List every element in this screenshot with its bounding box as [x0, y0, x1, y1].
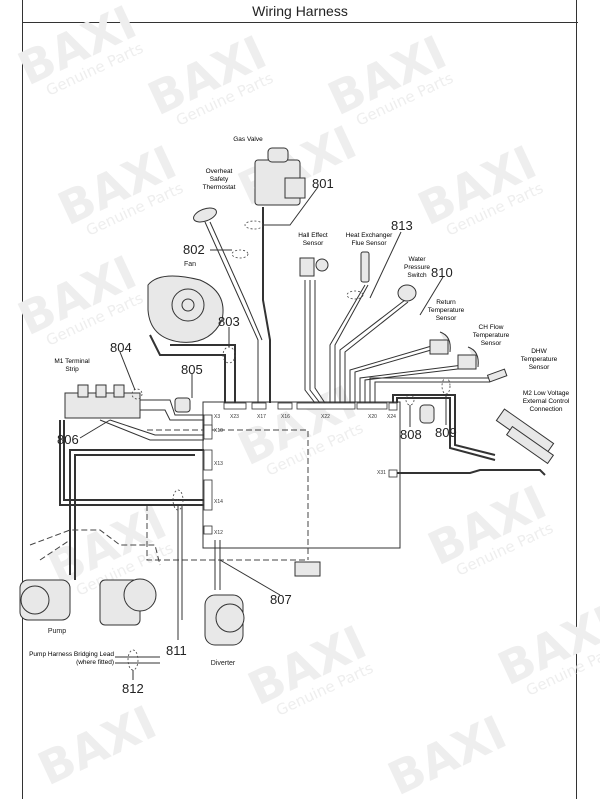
watermark: BAXI: [380, 705, 515, 800]
connector-label-x24: X24: [387, 414, 396, 420]
callout-808: 808: [400, 427, 422, 442]
pcb: X3 X23 X17 X16 X22 X20 X24 X10 X13 X14 X…: [146, 401, 401, 561]
thermostat-wire: [204, 221, 263, 403]
diverter-wire: [214, 540, 221, 590]
m2-terminal-strip: [495, 408, 555, 465]
dhw-sensor: [486, 368, 508, 383]
connector-label-x22: X22: [321, 414, 330, 420]
label-flue-sensor: Heat Exchanger Flue Sensor: [345, 232, 393, 247]
callout-802: 802: [183, 242, 205, 257]
water-pressure-switch: [397, 284, 417, 302]
connector-label-x16: X16: [281, 414, 290, 420]
pump-dashed-wire: [29, 529, 161, 566]
label-hall-sensor: Hall Effect Sensor: [298, 232, 328, 247]
label-gas-valve: Gas Valve: [233, 136, 263, 143]
callout-801: 801: [312, 176, 334, 191]
callout-806: 806: [57, 432, 79, 447]
label-m1-terminal-strip: M1 Terminal Strip: [54, 358, 90, 373]
leader-lines: [79, 186, 447, 680]
label-chflow-sensor: CH Flow Temperature Sensor: [472, 324, 510, 347]
pcb-dashed-route: [146, 429, 309, 561]
m1-terminal-strip: [64, 384, 141, 419]
dhw-sensor-wire: [369, 377, 490, 403]
callout-807: 807: [270, 592, 292, 607]
connector-807: [294, 561, 321, 577]
page-title: Wiring Harness: [22, 0, 578, 23]
x14-wire: [59, 420, 204, 506]
m2-wire: [392, 394, 496, 461]
fan: [147, 275, 224, 343]
connector-label-x14: X14: [214, 499, 223, 505]
fan-wire: [149, 334, 236, 403]
pump: [19, 578, 157, 626]
callout-809: 809: [435, 425, 457, 440]
diverter: [204, 594, 245, 646]
connector-label-x17: X17: [257, 414, 266, 420]
return-sensor: [429, 331, 451, 355]
m1-wire: [140, 399, 204, 421]
callout-811: 811: [166, 643, 187, 658]
chflow-sensor: [457, 346, 479, 370]
pcb-outline: [202, 401, 401, 549]
callout-812: 812: [122, 681, 144, 696]
label-diverter: Diverter: [211, 660, 236, 667]
callout-813: 813: [391, 218, 413, 233]
connector-805: [174, 397, 191, 413]
label-fan: Fan: [184, 261, 196, 268]
callout-805: 805: [181, 362, 203, 377]
page-frame: [22, 0, 577, 799]
label-dhw-sensor: DHW Temperature Sensor: [520, 348, 558, 371]
label-pump: Pump: [48, 628, 66, 635]
callout-810: 810: [431, 265, 453, 280]
flue-sensor-wire: [329, 284, 369, 403]
connector-label-x12: X12: [214, 530, 223, 536]
water-switch-wire: [339, 299, 409, 403]
x31-wire: [397, 469, 546, 476]
label-overheat-thermostat: Overheat Safety Thermostat: [202, 168, 236, 191]
label-water-switch: Water Pressure Switch: [403, 256, 430, 279]
pcb-connectors: [203, 402, 398, 535]
chflow-sensor-wire: [359, 364, 467, 403]
pump-wire: [69, 449, 204, 580]
watermark: BAXI: [30, 695, 165, 796]
callout-804: 804: [110, 340, 132, 355]
connector-label-x20: X20: [368, 414, 377, 420]
connector-label-x3: X3: [214, 414, 220, 420]
wires: [29, 207, 546, 664]
811-wire: [177, 505, 183, 620]
overheat-thermostat: [193, 207, 217, 223]
hall-effect-sensor: [299, 257, 329, 277]
callout-803: 803: [218, 314, 240, 329]
connector-label-x31: X31: [377, 470, 386, 476]
connector-label-x23: X23: [230, 414, 239, 420]
gas-valve: [254, 147, 306, 206]
label-m2-connection: M2 Low Voltage External Control Connecti…: [522, 390, 570, 413]
connector-label-x10: X10: [214, 428, 223, 434]
gas-valve-wire: [262, 207, 271, 403]
return-sensor-wire: [349, 344, 439, 403]
label-bridging-lead: Pump Harness Bridging Lead (where fitted…: [29, 651, 114, 666]
hall-sensor-wire: [304, 280, 326, 404]
m1-lower-wire: [99, 419, 204, 441]
label-return-sensor: Return Temperature Sensor: [427, 299, 465, 322]
components: [19, 147, 555, 646]
component-labels: Gas Valve Overheat Safety Thermostat Hal…: [29, 136, 570, 667]
connector-808: [419, 404, 435, 424]
connector-label-x13: X13: [214, 461, 223, 467]
callouts: 801 802 803 804 805 806 807 808 809 810 …: [57, 176, 457, 696]
flue-sensor: [360, 251, 370, 283]
